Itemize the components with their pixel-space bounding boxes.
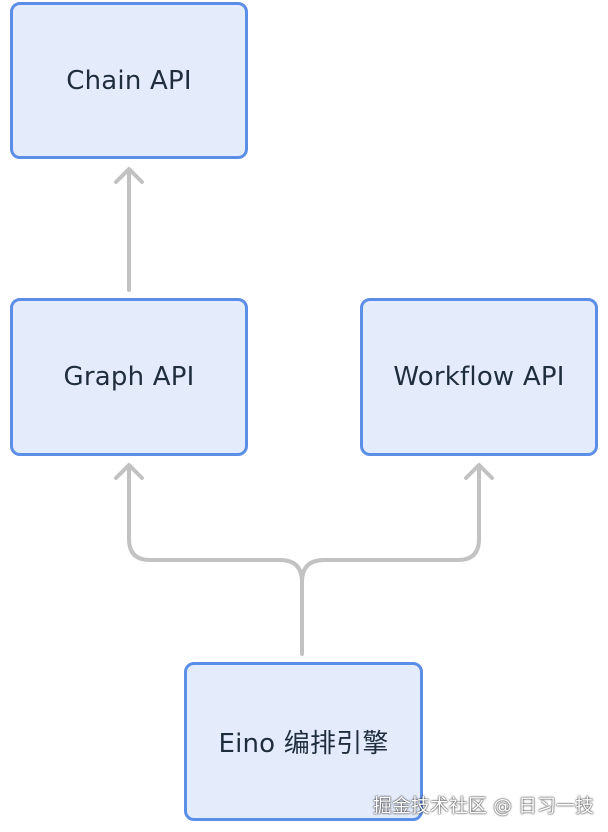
arrowhead-graph — [114, 463, 144, 480]
eino-engine-node: Eino 编排引擎 — [184, 662, 423, 821]
workflow-api-node: Workflow API — [360, 298, 598, 456]
graph-api-label: Graph API — [63, 362, 195, 392]
watermark: 掘金技术社区 @ 日习一技 — [372, 795, 594, 817]
arrowhead-workflow — [464, 463, 494, 480]
chain-api-label: Chain API — [66, 65, 192, 96]
arrowhead-chain — [114, 167, 144, 184]
eino-engine-label: Eino 编排引擎 — [218, 729, 389, 759]
edge-eino-trunk — [278, 558, 304, 656]
workflow-api-label: Workflow API — [393, 362, 565, 392]
chain-api-node: Chain API — [10, 2, 248, 159]
edge-eino-to-workflow — [300, 464, 481, 584]
graph-api-node: Graph API — [10, 298, 248, 456]
edge-eino-to-graph — [127, 464, 282, 562]
